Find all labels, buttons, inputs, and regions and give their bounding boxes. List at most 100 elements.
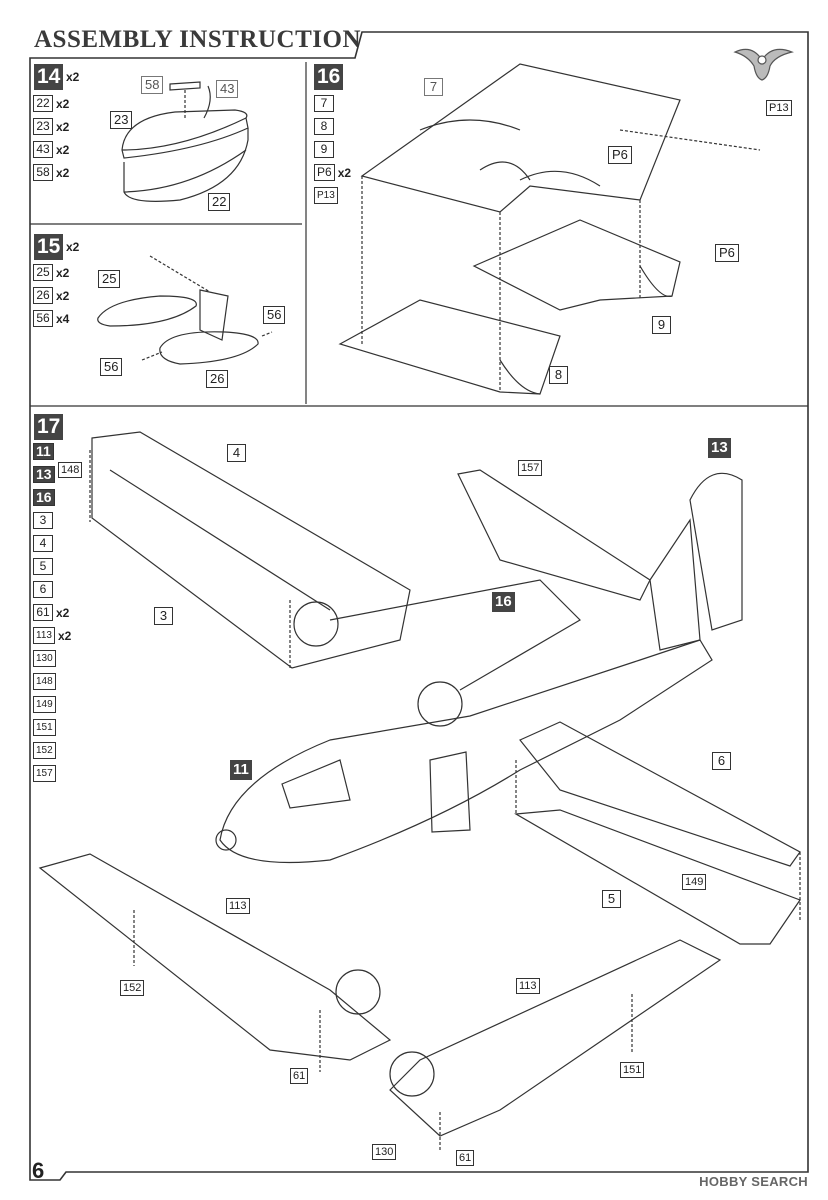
- callout-157: 157: [518, 460, 543, 476]
- part-id: 4: [33, 535, 53, 552]
- part-id: 3: [33, 512, 53, 529]
- callout-P6: P6: [608, 146, 632, 164]
- part-id: 130: [33, 650, 56, 667]
- float-half-26: [159, 331, 259, 365]
- part-qty: x4: [56, 311, 70, 326]
- callout-16: 16: [492, 592, 515, 612]
- part-row: 157: [33, 762, 71, 785]
- callout-61: 61: [290, 1068, 309, 1084]
- fuselage-11: [215, 639, 713, 864]
- left-wing-4: [91, 431, 411, 669]
- watermark: HOBBY SEARCH: [699, 1174, 808, 1189]
- callout-56: 56: [263, 306, 286, 324]
- left-wing-underside: [38, 853, 392, 1061]
- part-id: 149: [33, 696, 56, 713]
- callout-8: 8: [549, 366, 568, 384]
- callout-4: 4: [227, 444, 246, 462]
- part-id: 16: [33, 489, 55, 506]
- nacelle-lower-9: [472, 219, 681, 311]
- part-row: 152: [33, 739, 71, 762]
- part-id: 22: [33, 95, 53, 112]
- part-id: 148: [33, 673, 56, 690]
- part-id: 43: [33, 141, 53, 158]
- part-id: 6: [33, 581, 53, 598]
- part-qty: x2: [56, 165, 70, 180]
- right-wing-underside: [389, 939, 722, 1137]
- callout-26: 26: [206, 370, 229, 388]
- callout-23: 23: [110, 111, 133, 129]
- step-15-qty: x2: [66, 240, 80, 254]
- part-row: 149: [33, 693, 71, 716]
- callout-P13: P13: [766, 100, 792, 116]
- cowling-part-23: [121, 109, 249, 159]
- float-pylon: [199, 289, 229, 341]
- callout-56: 56: [100, 358, 123, 376]
- part-qty: x2: [56, 605, 70, 620]
- callout-22: 22: [208, 193, 231, 211]
- part-row: 5: [33, 555, 71, 578]
- callout-151: 151: [620, 1062, 645, 1078]
- part-id: 157: [33, 765, 56, 782]
- part-row: 16: [33, 486, 71, 509]
- part-qty: x2: [56, 142, 70, 157]
- nacelle-lower-8: [338, 299, 561, 395]
- part-qty: x2: [56, 288, 70, 303]
- float-half-25: [97, 295, 197, 327]
- right-wing-6: [519, 721, 801, 867]
- part-row: 11: [33, 440, 71, 463]
- callout-25: 25: [98, 270, 121, 288]
- part-id: P6: [314, 164, 335, 181]
- tail-fin-13: [649, 472, 743, 651]
- part-id: 8: [314, 118, 334, 135]
- callout-61: 61: [456, 1150, 475, 1166]
- part-row: 130: [33, 647, 71, 670]
- part-row: 151: [33, 716, 71, 739]
- step-14-qty: x2: [66, 70, 80, 84]
- step-15-number: 15: [34, 234, 64, 260]
- part-id: 13: [33, 466, 55, 483]
- part-row: 8: [314, 115, 351, 138]
- part-id: 151: [33, 719, 56, 736]
- callout-7: 7: [424, 78, 443, 96]
- part-qty: x2: [56, 96, 70, 111]
- part-qty: x2: [57, 628, 72, 643]
- owl-logo: [733, 48, 794, 81]
- callout-148: 148: [58, 462, 83, 478]
- callout-149: 149: [682, 874, 707, 890]
- cowling-part-22: [123, 128, 249, 202]
- part-row: 13: [33, 463, 71, 486]
- callout-13: 13: [708, 438, 731, 458]
- part-id: 5: [33, 558, 53, 575]
- callout-130: 130: [372, 1144, 397, 1160]
- part-qty: x2: [337, 165, 352, 180]
- part-id: 26: [33, 287, 53, 304]
- part-id: 56: [33, 310, 53, 327]
- callout-6: 6: [712, 752, 731, 770]
- part-id: 25: [33, 264, 53, 281]
- callout-58: 58: [141, 76, 164, 94]
- part-id: 11: [33, 443, 54, 460]
- step-14-number: 14: [34, 64, 64, 90]
- callout-3: 3: [154, 607, 173, 625]
- horizontal-stabilizer-157: [457, 469, 651, 601]
- part-row: 7: [314, 92, 351, 115]
- part-row: 4: [33, 532, 71, 555]
- callout-9: 9: [652, 316, 671, 334]
- part-row: 148: [33, 670, 71, 693]
- center-wing-upper-7: [360, 63, 681, 213]
- engine-nacelle-16: [293, 579, 581, 727]
- page-frame: [29, 31, 809, 1181]
- part-id: 152: [33, 742, 56, 759]
